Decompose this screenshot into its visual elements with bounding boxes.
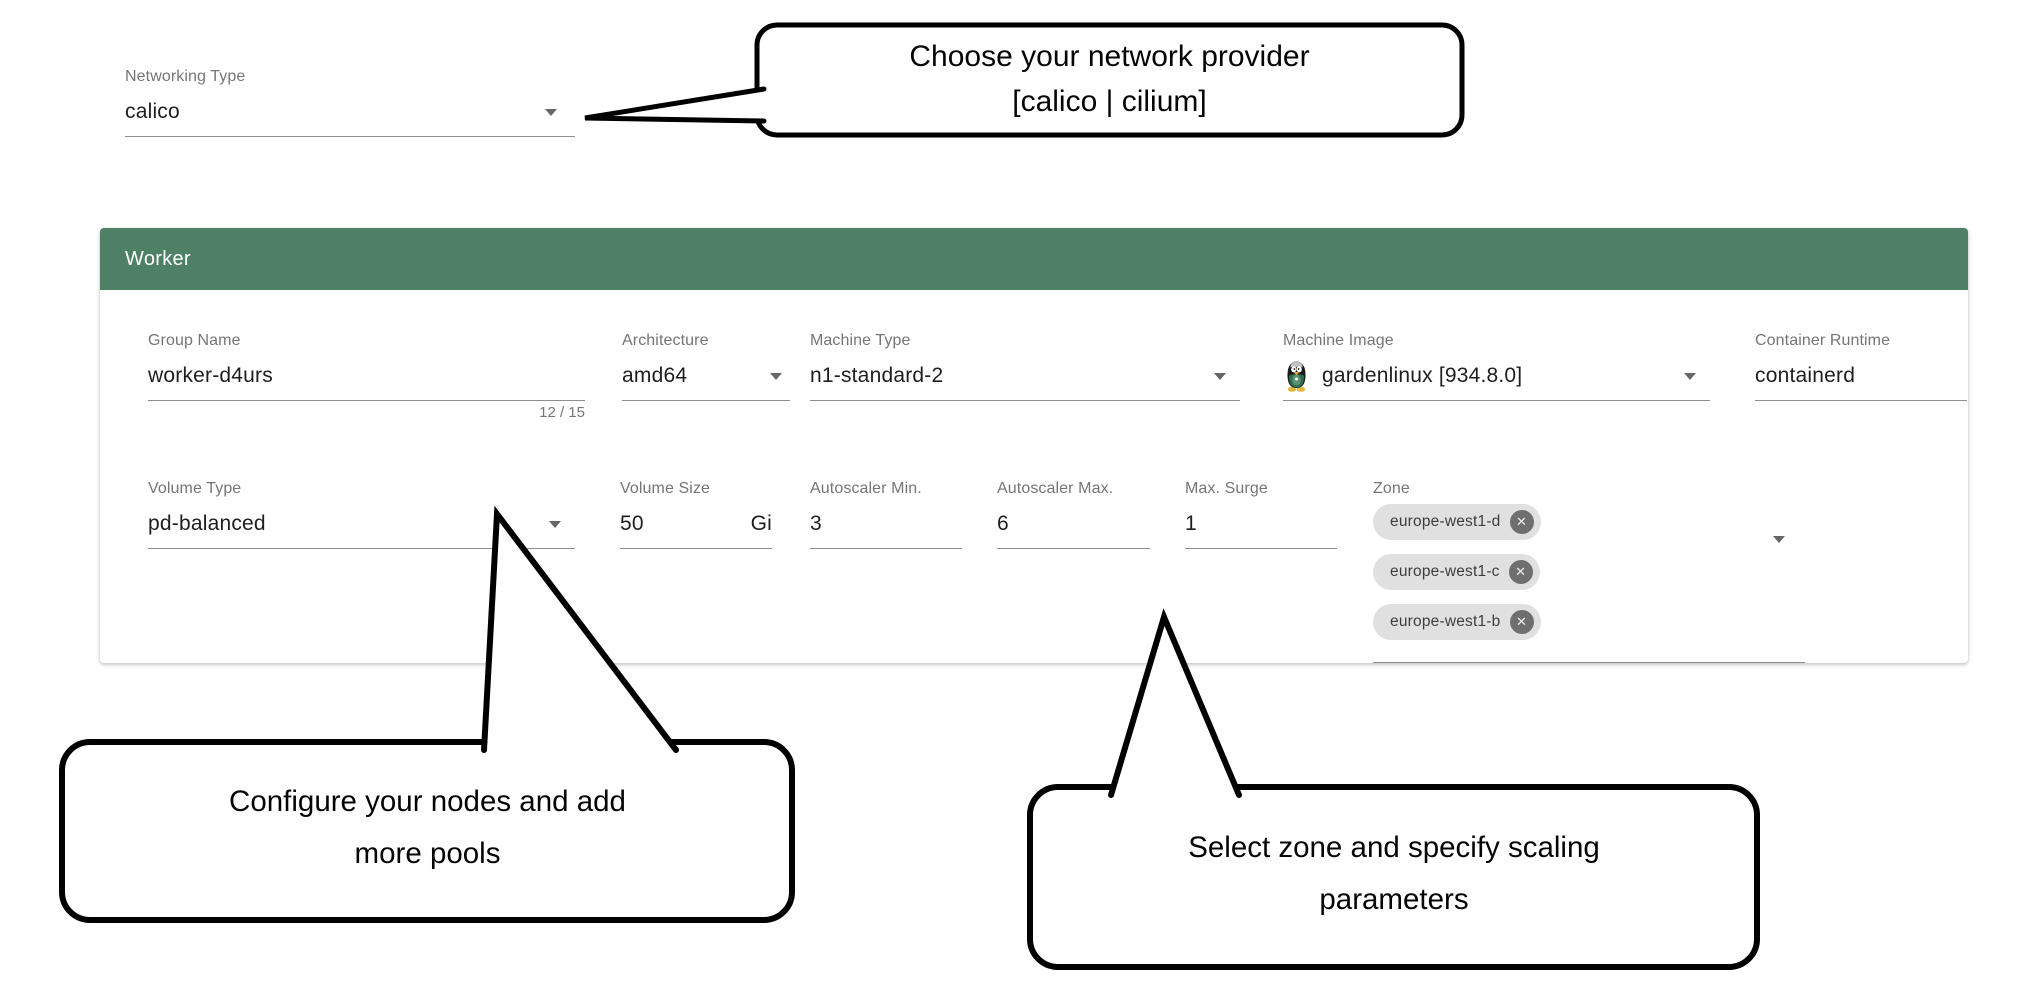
zone-chip-label: europe-west1-c: [1390, 563, 1500, 580]
worker-card-header: Worker: [100, 228, 1968, 290]
machine-type-value: n1-standard-2: [810, 364, 944, 387]
callout-network-provider: Choose your network provider [calico | c…: [762, 34, 1457, 124]
container-runtime-input[interactable]: containerd: [1755, 352, 1967, 401]
chevron-down-icon[interactable]: [549, 521, 561, 528]
chevron-down-icon[interactable]: [1684, 373, 1696, 380]
zone-chip: europe-west1-b ✕: [1373, 604, 1541, 640]
callout-nodes-line2: more pools: [354, 837, 501, 870]
group-name-label: Group Name: [148, 332, 241, 349]
autoscaler-min-label: Autoscaler Min.: [810, 480, 922, 497]
machine-type-label: Machine Type: [810, 332, 911, 349]
machine-image-value: gardenlinux [934.8.0]: [1322, 364, 1523, 387]
machine-image-select[interactable]: gardenlinux [934.8.0]: [1283, 352, 1710, 401]
architecture-value: amd64: [622, 364, 688, 387]
machine-type-select[interactable]: n1-standard-2: [810, 352, 1240, 401]
autoscaler-min-field: Autoscaler Min. 3: [810, 478, 962, 549]
machine-type-field: Machine Type n1-standard-2: [810, 330, 1240, 401]
volume-type-value: pd-balanced: [148, 512, 266, 535]
networking-type-select[interactable]: calico: [125, 88, 575, 137]
autoscaler-max-field: Autoscaler Max. 6: [997, 478, 1150, 549]
zone-chip-label: europe-west1-b: [1390, 613, 1501, 630]
container-runtime-value: containerd: [1755, 364, 1856, 387]
chevron-down-icon[interactable]: [1214, 373, 1226, 380]
autoscaler-min-value: 3: [810, 512, 822, 535]
group-name-input[interactable]: worker-d4urs: [148, 352, 585, 401]
volume-size-value: 50: [620, 512, 644, 535]
networking-type-value: calico: [125, 100, 180, 123]
group-name-value: worker-d4urs: [148, 364, 273, 387]
networking-type-field: Networking Type calico: [125, 66, 575, 137]
callout-zone-line2: parameters: [1319, 883, 1469, 916]
remove-chip-icon[interactable]: ✕: [1508, 560, 1533, 584]
container-runtime-field: Container Runtime containerd: [1755, 330, 1967, 401]
machine-image-label: Machine Image: [1283, 332, 1394, 349]
volume-type-field: Volume Type pd-balanced: [148, 478, 575, 549]
callout-zone-line1: Select zone and specify scaling: [1188, 831, 1600, 864]
autoscaler-max-input[interactable]: 6: [997, 500, 1150, 549]
gardenlinux-penguin-icon: [1283, 360, 1310, 392]
volume-size-input[interactable]: 50 Gi: [620, 500, 772, 549]
zone-field: Zone europe-west1-d ✕ europe-west1-c ✕ e…: [1373, 478, 1805, 663]
max-surge-label: Max. Surge: [1185, 480, 1268, 497]
autoscaler-max-value: 6: [997, 512, 1009, 535]
group-name-counter: 12 / 15: [539, 404, 585, 421]
autoscaler-max-label: Autoscaler Max.: [997, 480, 1114, 497]
volume-size-label: Volume Size: [620, 480, 711, 497]
chevron-down-icon[interactable]: [545, 109, 557, 116]
max-surge-value: 1: [1185, 512, 1197, 535]
remove-chip-icon[interactable]: ✕: [1509, 610, 1534, 634]
callout-configure-nodes: Configure your nodes and add more pools: [70, 776, 785, 880]
architecture-select[interactable]: amd64: [622, 352, 790, 401]
zone-chip: europe-west1-c ✕: [1373, 554, 1540, 590]
volume-type-label: Volume Type: [148, 480, 242, 497]
remove-chip-icon[interactable]: ✕: [1509, 510, 1534, 534]
group-name-field: Group Name worker-d4urs 12 / 15: [148, 330, 585, 421]
max-surge-field: Max. Surge 1: [1185, 478, 1337, 549]
volume-size-unit: Gi: [750, 512, 772, 535]
volume-size-field: Volume Size 50 Gi: [620, 478, 772, 549]
volume-type-select[interactable]: pd-balanced: [148, 500, 575, 549]
architecture-field: Architecture amd64: [622, 330, 790, 401]
callout-network-line1: Choose your network provider: [909, 40, 1310, 73]
machine-image-field: Machine Image gardenlinux: [1283, 330, 1710, 401]
networking-type-label: Networking Type: [125, 68, 246, 85]
worker-card-title: Worker: [125, 247, 191, 270]
container-runtime-label: Container Runtime: [1755, 332, 1891, 349]
zone-chip: europe-west1-d ✕: [1373, 504, 1541, 540]
architecture-label: Architecture: [622, 332, 709, 349]
chevron-down-icon[interactable]: [1773, 536, 1785, 543]
zone-label: Zone: [1373, 480, 1410, 497]
zone-chip-label: europe-west1-d: [1390, 513, 1501, 530]
worker-card: Worker: [100, 228, 1968, 663]
zone-chip-list[interactable]: europe-west1-d ✕ europe-west1-c ✕ europe…: [1373, 504, 1805, 663]
max-surge-input[interactable]: 1: [1185, 500, 1337, 549]
callout-network-line2: [calico | cilium]: [1012, 85, 1207, 118]
callout-nodes-line1: Configure your nodes and add: [229, 785, 626, 818]
callout-select-zone: Select zone and specify scaling paramete…: [1038, 822, 1750, 926]
autoscaler-min-input[interactable]: 3: [810, 500, 962, 549]
chevron-down-icon[interactable]: [770, 373, 782, 380]
